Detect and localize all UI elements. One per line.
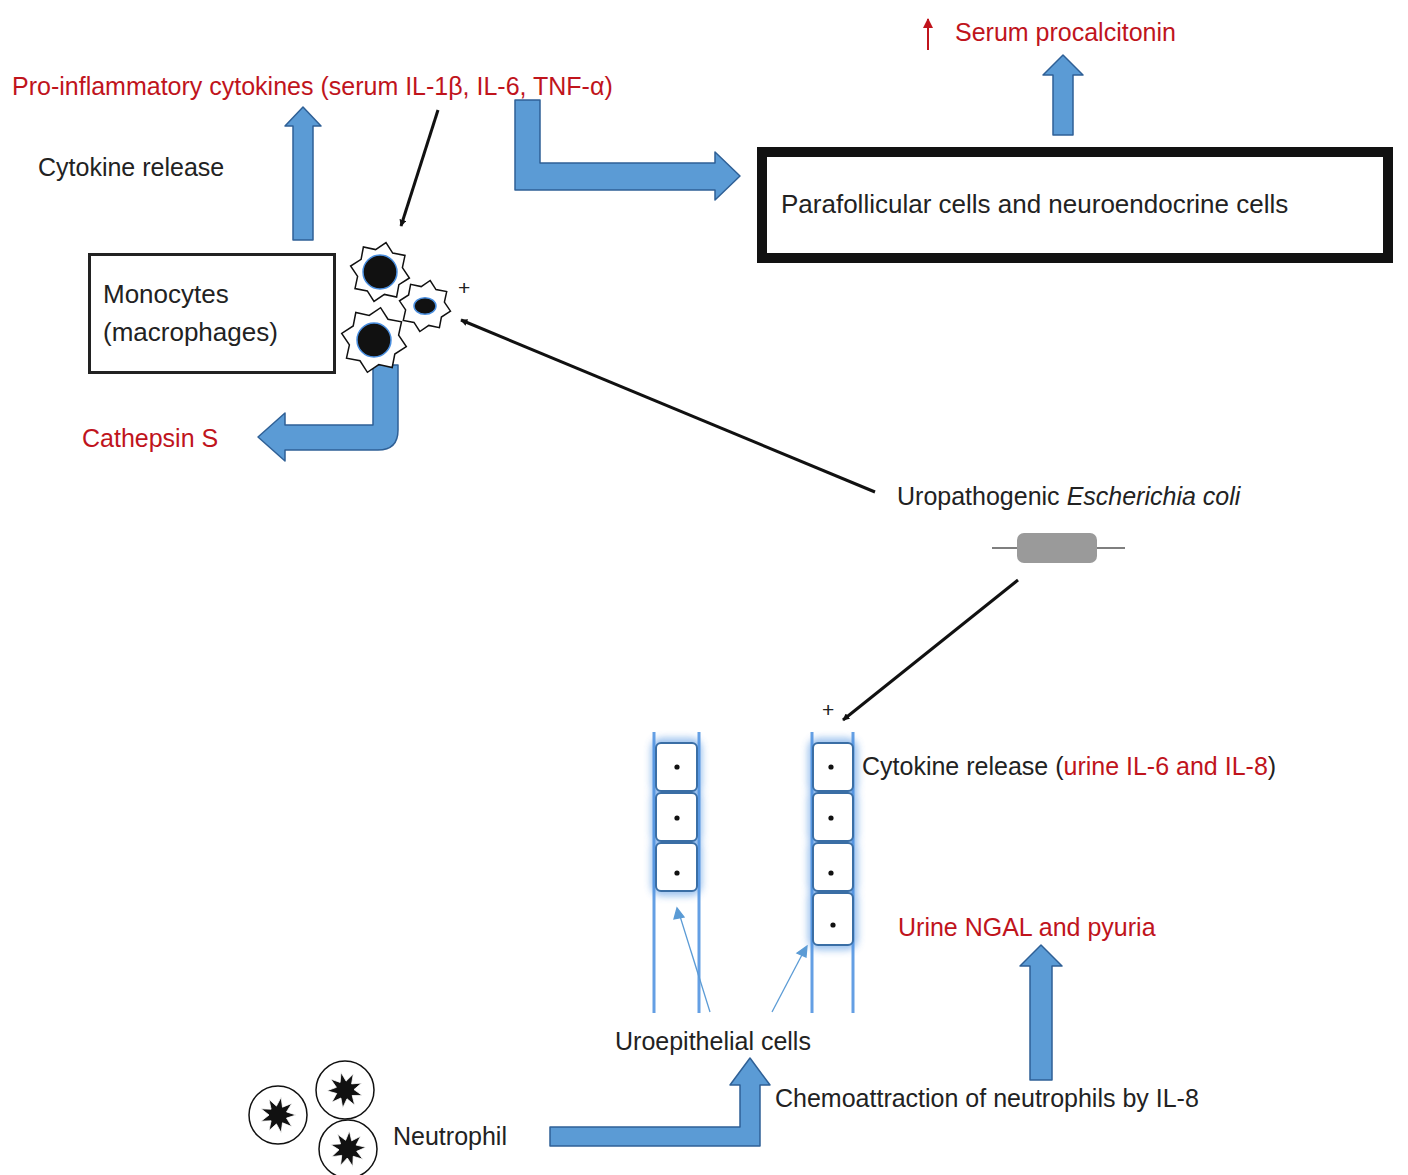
stimulus-arrow	[461, 320, 875, 492]
stimulus-arrow	[401, 110, 438, 226]
label-line: Cytokine release (urine IL-6 and IL-8)	[862, 751, 1276, 781]
stimulation-sign: +	[458, 276, 470, 299]
macrophage-cell	[342, 308, 407, 373]
annotation-text: urine IL-6 and IL-8	[1063, 752, 1267, 780]
leader-line	[772, 951, 804, 1012]
cell-nucleus	[828, 764, 833, 769]
label-line: Urine NGAL and pyuria	[898, 912, 1156, 942]
cell-nucleus	[830, 922, 835, 927]
bacterium-body	[1017, 533, 1097, 563]
block-arrow	[258, 365, 398, 461]
block-arrow	[550, 1058, 770, 1146]
epithelial-cell	[813, 893, 853, 945]
block-arrow	[285, 107, 321, 240]
annotation-text: Serum procalcitonin	[955, 18, 1176, 46]
cell-glow	[813, 743, 853, 791]
label-line: Serum procalcitonin	[955, 17, 1176, 47]
label-line: Uroepithelial cells	[615, 1026, 811, 1056]
label-line: Neutrophil	[393, 1121, 507, 1151]
neutrophil-nucleus	[331, 1131, 366, 1166]
annotation-text: Escherichia coli	[1067, 482, 1241, 510]
increase-arrow	[927, 19, 929, 50]
block-arrow	[1020, 945, 1062, 1080]
art-part	[674, 908, 807, 1012]
epithelial-cell	[813, 743, 853, 791]
epithelial-cell	[656, 843, 697, 891]
leader-line	[679, 913, 710, 1012]
cell-glow	[656, 843, 697, 891]
annotation-text: Cytokine release (	[862, 752, 1063, 780]
cell-nucleus	[674, 815, 679, 820]
label-line: Cathepsin S	[82, 423, 218, 453]
cell-nucleus	[674, 764, 679, 769]
cell-glow	[813, 843, 853, 891]
neutrophil-cell	[319, 1120, 377, 1175]
uroepithelium	[654, 732, 853, 1013]
cell-nucleus	[828, 815, 833, 820]
macrophage-nucleus	[357, 323, 391, 357]
epithelial-cell	[813, 843, 853, 891]
cell-glow	[813, 793, 853, 841]
cell-box: Monocytes (macrophages)	[88, 253, 336, 374]
macrophage-cell	[351, 243, 410, 302]
leader-head	[674, 908, 684, 919]
annotation-text: Cytokine release	[38, 153, 224, 181]
label-line: Cytokine release	[38, 152, 224, 182]
neutrophil-nucleus	[261, 1097, 296, 1132]
annotation-text: Neutrophil	[393, 1122, 507, 1150]
cell-glow	[656, 743, 697, 791]
epithelial-cell	[813, 793, 853, 841]
cell-nucleus	[828, 870, 833, 875]
annotation-text: Pro-inflammatory cytokines (serum IL-1β,…	[12, 72, 613, 100]
macrophage-nucleus	[414, 298, 436, 315]
art-part	[654, 732, 853, 1013]
label-line: +	[822, 697, 834, 722]
neutrophil-cell	[249, 1086, 307, 1144]
stimulation-sign: +	[822, 698, 834, 721]
label-line: +	[458, 275, 470, 300]
cell-glow	[813, 893, 853, 945]
label-line: Chemoattraction of neutrophils by IL-8	[775, 1083, 1199, 1113]
box-label: Monocytes (macrophages)	[103, 276, 321, 351]
cell-icons	[249, 243, 451, 1175]
macrophage-nucleus	[363, 255, 397, 289]
target-cells-box: Parafollicular cells and neuroendocrine …	[757, 147, 1393, 263]
cell-glow	[656, 793, 697, 841]
annotation-text: Cathepsin S	[82, 424, 218, 452]
box-label: Parafollicular cells and neuroendocrine …	[781, 186, 1288, 224]
neutrophil-cell	[316, 1061, 374, 1119]
art-part	[656, 743, 853, 945]
art-part	[674, 764, 835, 927]
label-line: Pro-inflammatory cytokines (serum IL-1β,…	[12, 71, 613, 101]
block-arrow	[1043, 55, 1083, 135]
epithelial-cell	[656, 793, 697, 841]
art-part	[656, 743, 853, 945]
epithelial-cell	[656, 743, 697, 791]
neutrophil-nucleus	[327, 1072, 362, 1108]
annotation-text: Uroepithelial cells	[615, 1027, 811, 1055]
label-line: UropathogenicEscherichia coli	[897, 481, 1240, 511]
macrophage-cell	[400, 281, 451, 332]
stimulus-arrow	[843, 580, 1018, 720]
annotation-text: Chemoattraction of neutrophils by IL-8	[775, 1084, 1199, 1112]
annotation-text: Urine NGAL and pyuria	[898, 913, 1156, 941]
leader-head	[797, 946, 807, 957]
annotation-text: Uropathogenic	[897, 482, 1060, 510]
block-arrow	[515, 100, 740, 200]
stimulation-sign: )	[1268, 752, 1276, 780]
cell-nucleus	[674, 870, 679, 875]
